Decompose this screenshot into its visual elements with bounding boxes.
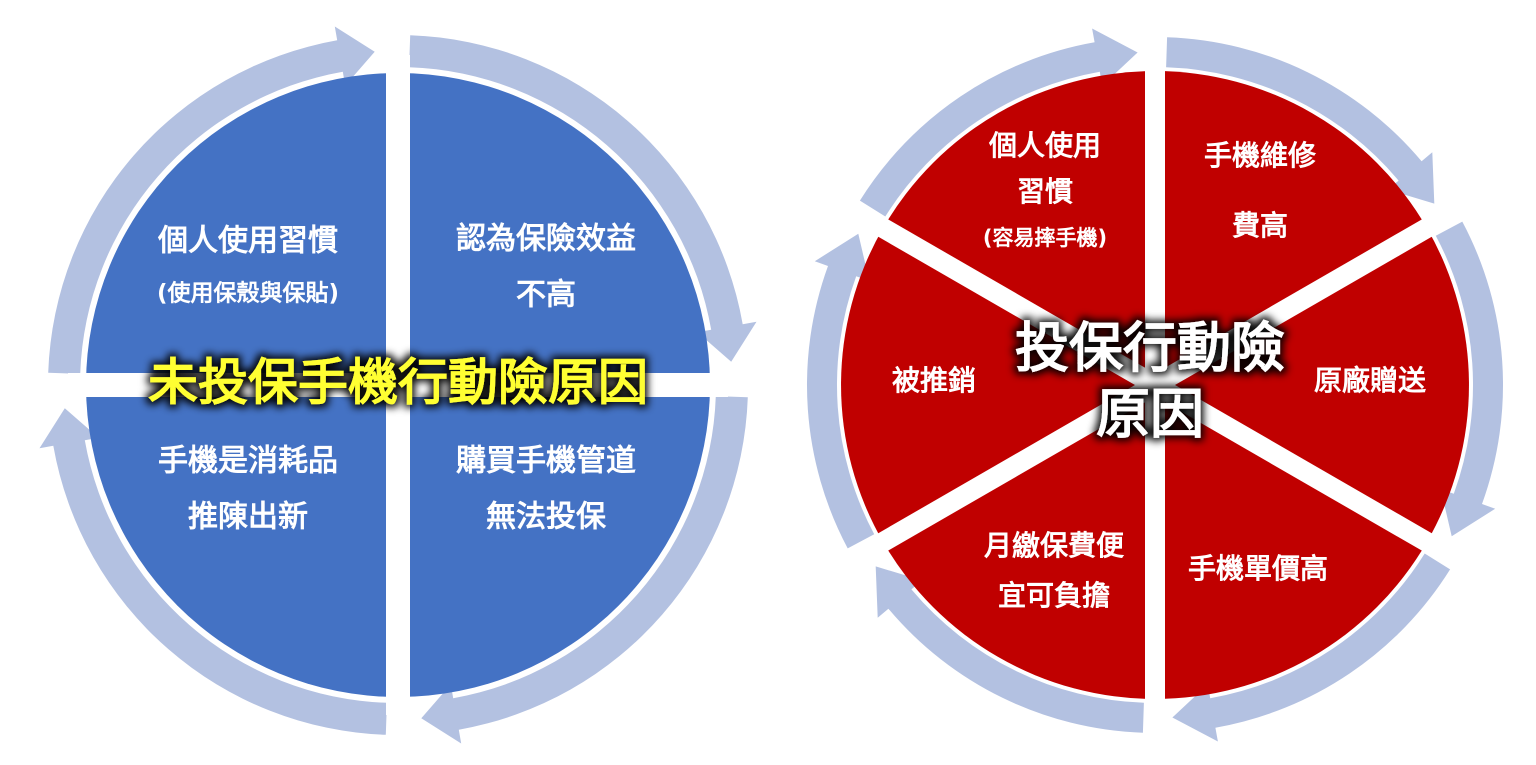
left-center-title: 未投保手機行動險原因 [148, 354, 648, 412]
left-label-bottom-right-line-2: 無法投保 [486, 500, 607, 535]
right-label-right: 原廠贈送 [1314, 364, 1426, 397]
left-arrow-top-left [48, 26, 375, 374]
right-label-bottom-left-line-2: 宜可負擔 [998, 579, 1110, 612]
right-arrow-3 [1172, 553, 1451, 742]
left-sector-bottom-left [86, 385, 398, 697]
right-label-right-line-1: 原廠贈送 [1314, 364, 1426, 397]
left-sector-top-right [398, 73, 710, 385]
right-label-left: 被推銷 [892, 364, 976, 397]
right-sector-5 [841, 228, 1155, 542]
left-divider-horizontal [68, 373, 728, 397]
right-arrow-1 [1166, 37, 1435, 204]
right-label-bottom-right-line-1: 手機單價高 [1188, 552, 1328, 585]
right-label-top-right-line-1: 手機維修 [1204, 139, 1317, 172]
right-label-bottom-left-line-1: 月繳保費便 [983, 529, 1125, 562]
left-label-top-left-line-2: (使用保殼與保貼) [157, 280, 339, 307]
right-center-title-line-1: 投保行動險 [1015, 317, 1285, 380]
left-sector-bottom-right [398, 385, 710, 697]
left-cycle-arrows [39, 26, 757, 744]
right-label-left-line-1: 被推銷 [892, 364, 976, 397]
left-label-bottom-left-line-2: 推陳出新 [188, 500, 308, 535]
right-divider-6 [864, 211, 1160, 394]
left-label-bottom-right-line-1: 購買手機管道 [456, 444, 636, 479]
right-arrow-4 [875, 566, 1144, 733]
right-center-title: 投保行動險 原因 [1015, 317, 1285, 446]
right-label-top-left-line-3: (容易摔手機) [983, 226, 1107, 250]
right-divider-5 [864, 376, 1160, 559]
right-arrow-2 [1435, 221, 1504, 537]
left-cycle-diagram: 個人使用習慣(使用保殼與保貼)認為保險效益不高購買手機管道無法投保手機是消耗品推… [39, 26, 757, 744]
left-sectors [68, 55, 728, 715]
right-arrow-6 [859, 28, 1138, 217]
right-sector-6 [883, 71, 1155, 385]
left-arrow-top-right [409, 35, 757, 362]
left-label-bottom-left-line-1: 手機是消耗品 [158, 444, 338, 479]
right-label-bottom-right: 手機單價高 [1188, 552, 1328, 585]
left-arrow-bottom-left [39, 408, 387, 735]
right-sector-3 [1155, 385, 1427, 699]
right-label-top-right-line-2: 費高 [1232, 209, 1288, 242]
left-label-top-right-line-2: 不高 [516, 278, 576, 313]
right-arrow-5 [806, 233, 875, 549]
left-segment-labels: 個人使用習慣(使用保殼與保貼)認為保險效益不高購買手機管道無法投保手機是消耗品推… [157, 222, 636, 535]
left-sector-top-left [86, 73, 398, 385]
right-sector-4 [883, 385, 1155, 699]
right-sector-1 [1155, 71, 1427, 385]
right-cycle-arrows [806, 28, 1504, 742]
right-label-top-left-line-2: 習慣 [1017, 175, 1073, 208]
right-divider-3 [1150, 376, 1446, 559]
right-label-top-left-line-1: 個人使用 [988, 129, 1101, 162]
left-label-top-left: 個人使用習慣 (使用保殼與保貼) [157, 224, 339, 307]
left-label-top-left-line-1: 個人使用習慣 [157, 224, 338, 259]
right-sectors [841, 55, 1469, 715]
right-sector-2 [1155, 228, 1469, 542]
right-divider-2 [1150, 211, 1446, 394]
left-arrow-bottom-right [421, 396, 748, 744]
left-label-top-right-line-1: 認為保險效益 [456, 222, 636, 257]
right-center-title-line-2: 原因 [1096, 383, 1204, 446]
right-label-top-left: 個人使用習慣 (容易摔手機) [983, 129, 1107, 250]
